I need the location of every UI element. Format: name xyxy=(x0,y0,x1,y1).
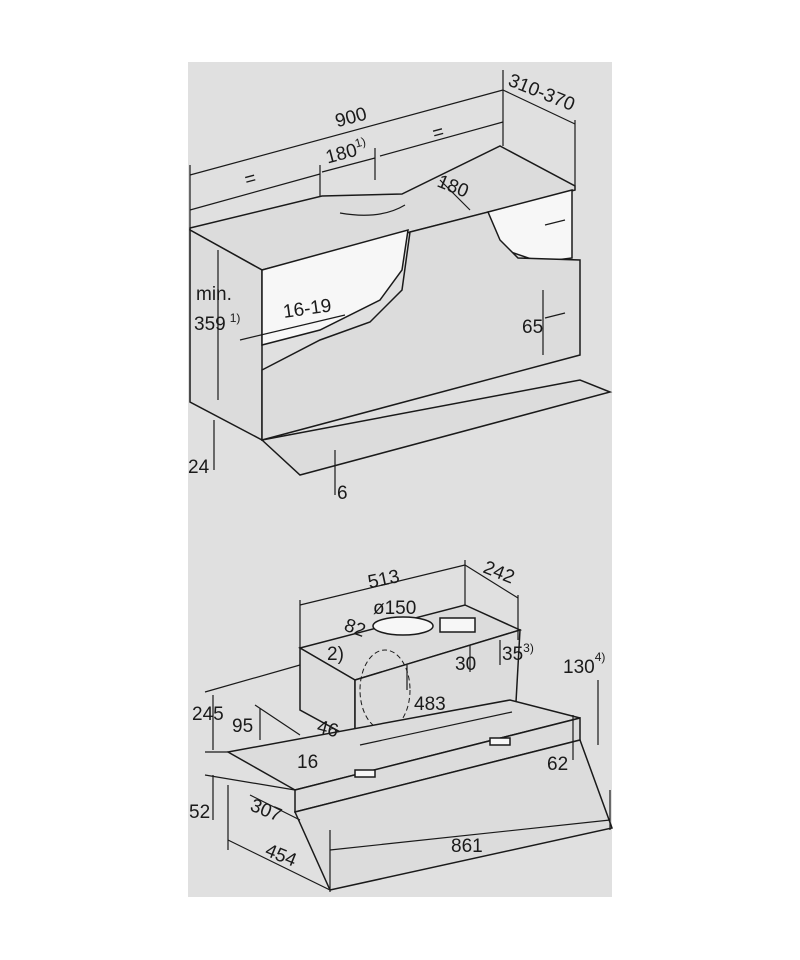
equal-right-label: = xyxy=(430,121,446,144)
visor-height-label: 52 xyxy=(189,802,210,823)
hood-front-panel xyxy=(261,211,581,441)
height-label: 359 1) xyxy=(194,311,240,335)
note-2-label: 2) xyxy=(327,644,344,665)
bottom-offset-label: 24 xyxy=(188,457,210,478)
lip-label: 16 xyxy=(297,752,318,773)
total-height-label: 245 xyxy=(192,704,224,725)
dimension-lines xyxy=(212,564,611,891)
extension-lines xyxy=(189,70,576,230)
total-width-label: 861 xyxy=(451,836,483,857)
duct-diameter-label: ø150 xyxy=(373,598,416,619)
cabinet-cutaway-left xyxy=(261,228,409,346)
hood-visor-bottom xyxy=(293,739,613,891)
height-note: 1) xyxy=(230,311,241,325)
hood-visor xyxy=(260,379,613,476)
front-height-label: 95 xyxy=(232,716,253,737)
cutout-width-note: 1) xyxy=(353,134,367,150)
rear-height-note: 4) xyxy=(595,650,606,664)
bracket-offset-label: 65 xyxy=(522,317,543,338)
connector-height-value: 35 xyxy=(502,644,523,665)
wall-brackets xyxy=(544,219,566,319)
inner-width-label: 483 xyxy=(414,694,446,715)
hood-drawing xyxy=(204,560,613,892)
visor-thickness-label: 6 xyxy=(337,483,348,504)
connector-height-label: 353) xyxy=(502,641,534,665)
rail-height-label: 62 xyxy=(547,754,568,775)
duct-height-label: 30 xyxy=(455,654,476,675)
duct-cutout-arc xyxy=(339,204,406,216)
slide-clip xyxy=(354,769,376,778)
connector-note: 3) xyxy=(523,641,534,655)
electrical-connector xyxy=(439,617,476,633)
duct-collar xyxy=(372,616,434,636)
slide-clip xyxy=(489,737,511,746)
height-value: 359 xyxy=(194,314,226,335)
equal-left-label: = xyxy=(242,168,258,191)
rear-height-label: 1304) xyxy=(563,650,605,678)
height-prefix-label: min. xyxy=(196,284,232,305)
rear-height-value: 130 xyxy=(563,657,595,678)
dimension-lines xyxy=(189,89,576,495)
cabinet-drawing xyxy=(189,70,613,495)
extension-lines xyxy=(204,560,611,892)
